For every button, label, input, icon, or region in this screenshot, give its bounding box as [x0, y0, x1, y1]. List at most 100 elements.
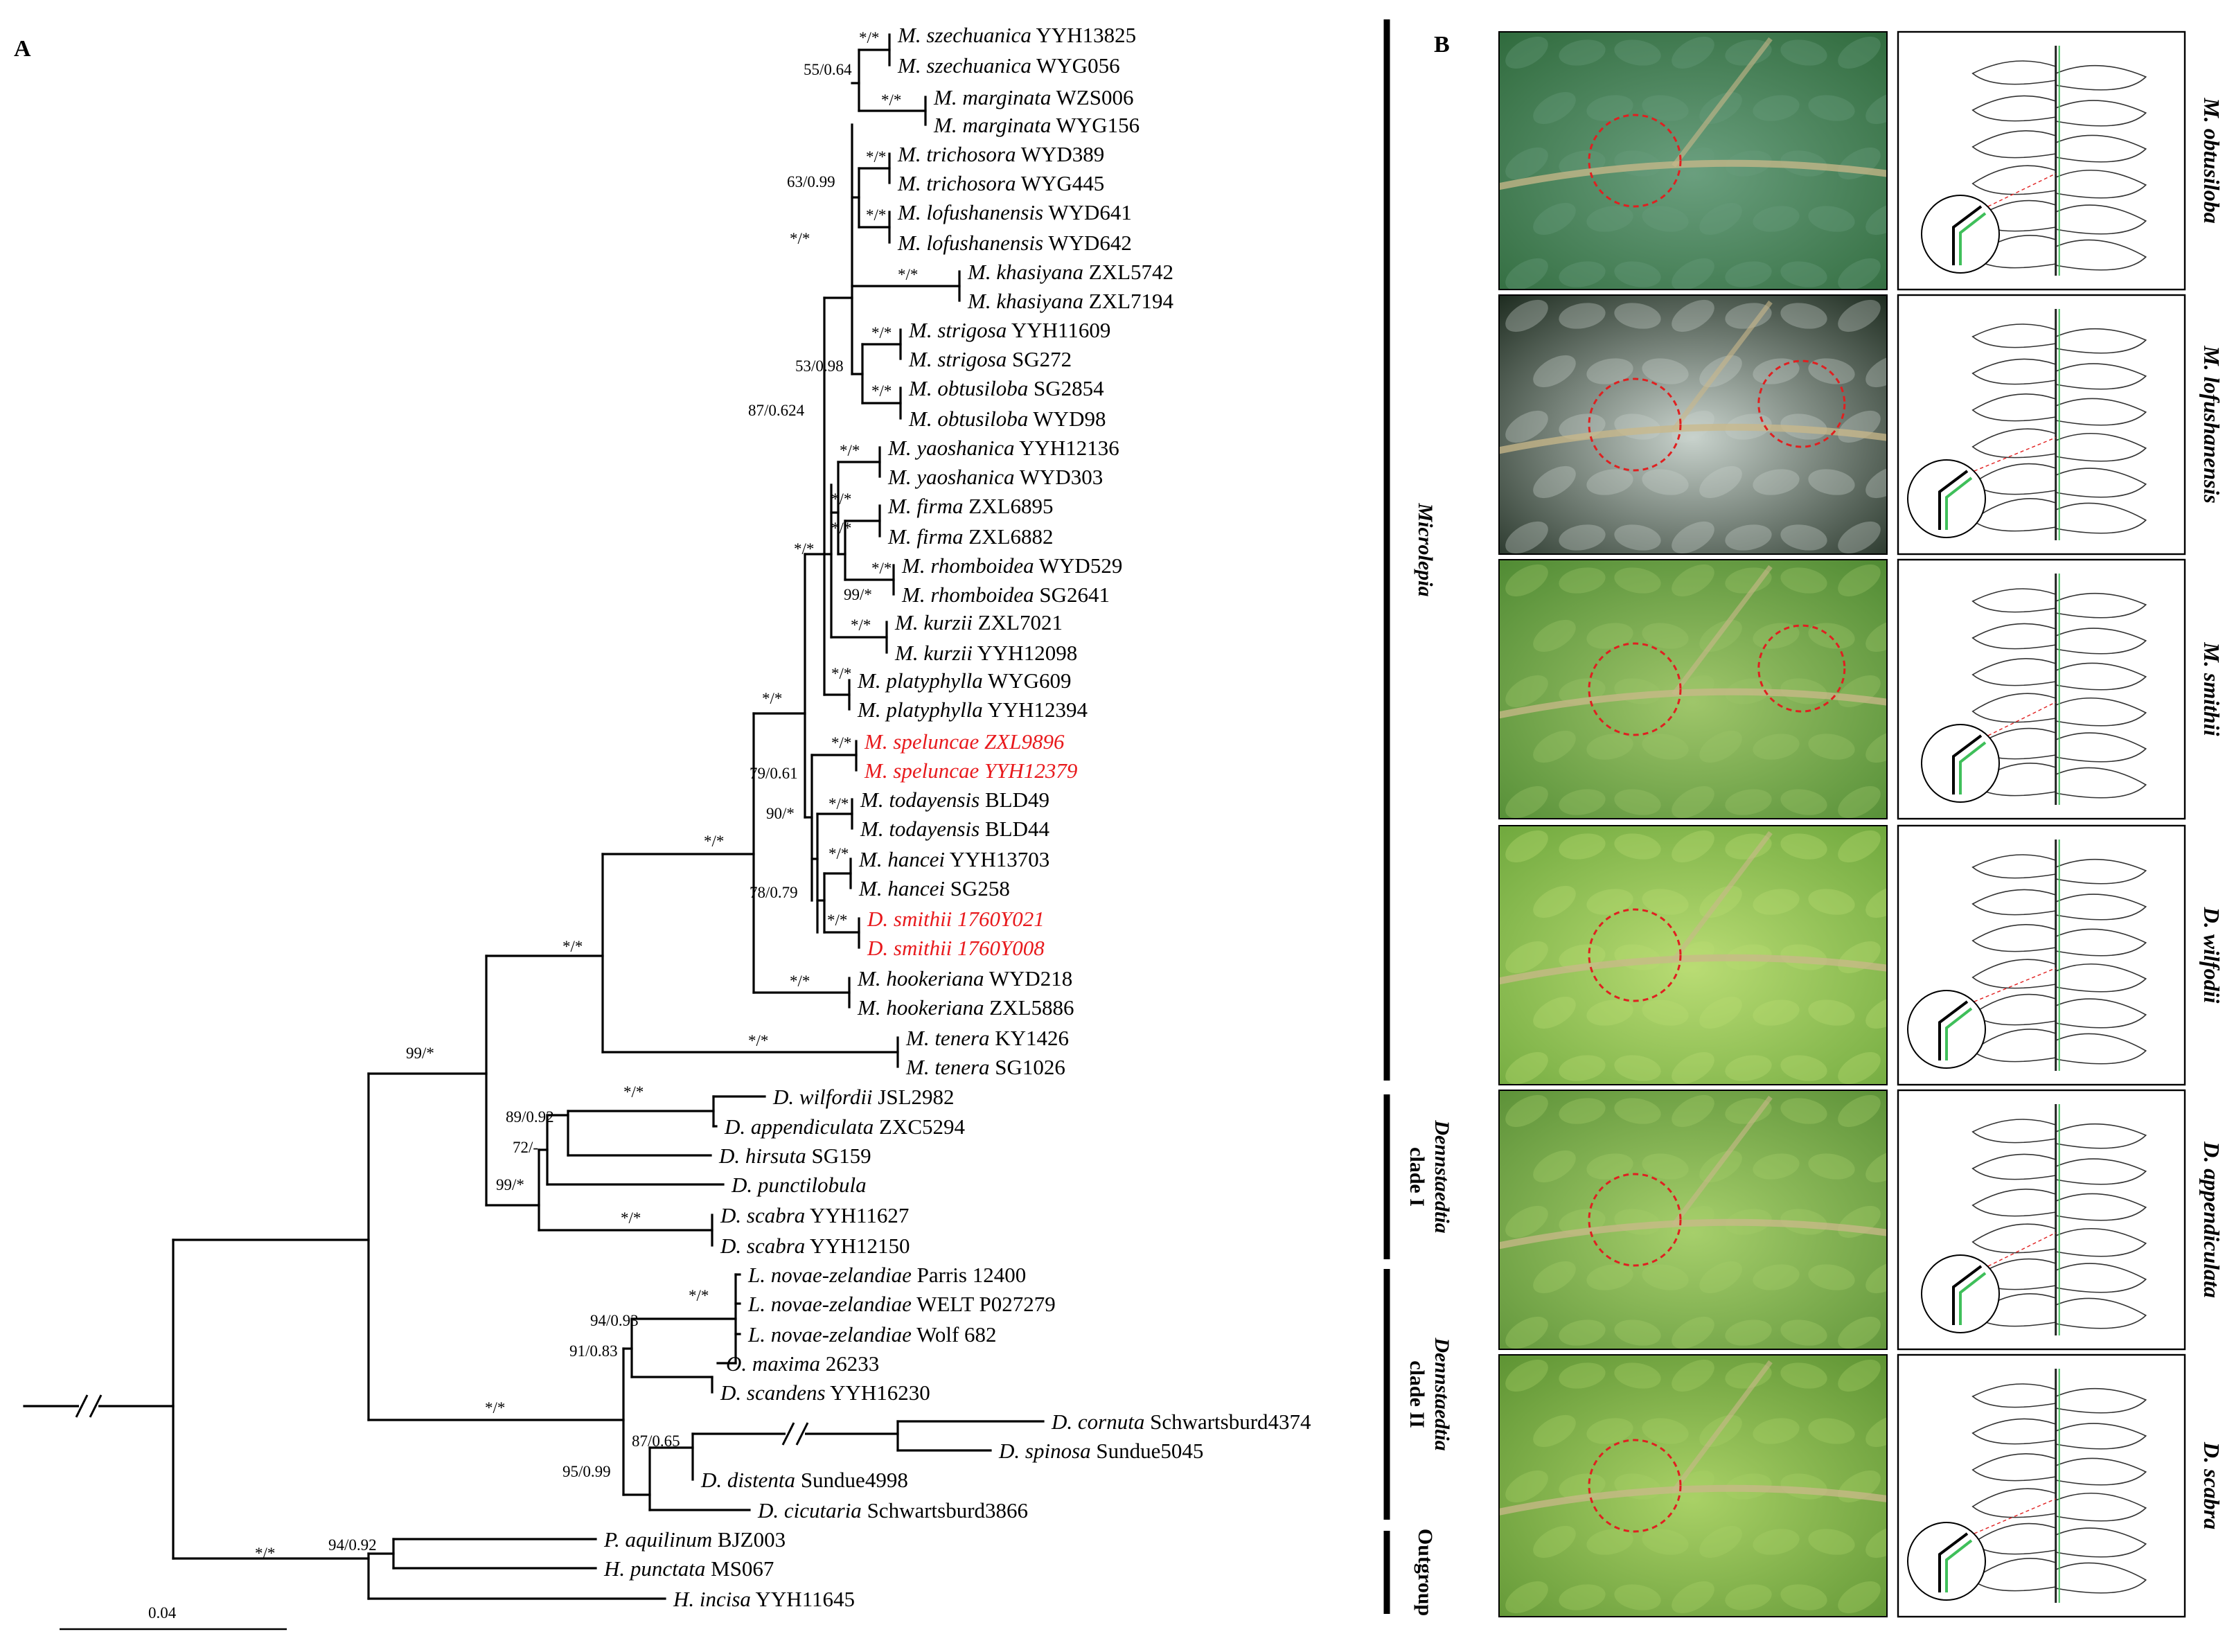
- drawing-5: [1897, 1089, 2186, 1351]
- leaf-label-appe: D. appendiculata ZXC5294: [724, 1114, 966, 1139]
- species-label-p2: M. lofushanensis: [2199, 345, 2224, 504]
- leaf-label-lofu2: M. lofushanensis WYD642: [897, 231, 1132, 255]
- panel-letter-a: A: [14, 36, 31, 62]
- support-label-s34: 89/0.92: [506, 1108, 554, 1126]
- support-label-s21: */*: [762, 690, 782, 707]
- clade-label-line: Outgroup: [1414, 1529, 1437, 1616]
- clade-label-line: clade I: [1406, 1147, 1428, 1207]
- support-label-s12: 87/0.624: [748, 402, 805, 419]
- support-label-s46: */*: [255, 1545, 275, 1562]
- leaf-label-platy2: M. platyphylla YYH12394: [857, 698, 1088, 722]
- panel-letter-b: B: [1434, 32, 1450, 57]
- photo-p3: [1499, 560, 1887, 819]
- leaf-label-hook2: M. hookeriana ZXL5886: [857, 995, 1074, 1020]
- clade-label-line: Microlepia: [1414, 503, 1437, 597]
- support-label-s31: */*: [748, 1032, 768, 1049]
- leaf-label-kurz1: M. kurzii ZXL7021: [894, 610, 1063, 634]
- leaf-label-ten2: M. tenera SG1026: [905, 1055, 1065, 1079]
- clade-label-line: Dennstaedtia: [1430, 1337, 1453, 1450]
- highlight-circle: [1588, 1439, 1682, 1533]
- leaf-label-dscan: D. scandens YYH16230: [720, 1380, 930, 1405]
- leaf-label-yao1: M. yaoshanica YYH12136: [887, 436, 1119, 460]
- leaf-label-rhom1: M. rhomboidea WYD529: [901, 553, 1122, 578]
- leaf-label-hirs: D. hirsuta SG159: [718, 1144, 871, 1168]
- clade-label-outgroup: Outgroup: [1414, 1529, 1437, 1616]
- support-label-s20: */*: [831, 665, 851, 682]
- highlight-circle: [1588, 114, 1682, 208]
- support-label-s45: 94/0.92: [328, 1536, 377, 1554]
- leaf-label-marg2: M. marginata WYG156: [933, 113, 1140, 137]
- leaf-label-khas1: M. khasiyana ZXL5742: [967, 260, 1173, 284]
- leaf-label-toda2: M. todayensis BLD44: [860, 817, 1049, 841]
- support-label-s5: 63/0.99: [787, 173, 835, 190]
- support-label-s42: */*: [485, 1399, 505, 1416]
- support-label-s28: */*: [828, 845, 849, 862]
- drawing-4: [1897, 824, 2186, 1086]
- leaf-label-dsmi1: D. smithii 1760Y021: [867, 907, 1045, 931]
- leaf-label-ddist: D. distenta Sundue4998: [700, 1468, 908, 1492]
- leaf-label-punc: D. punctilobula: [731, 1173, 867, 1197]
- leaf-label-hook1: M. hookeriana WYD218: [857, 966, 1072, 991]
- leaf-label-spel1: M. speluncae ZXL9896: [864, 729, 1065, 754]
- leaf-label-ten1: M. tenera KY1426: [905, 1026, 1069, 1050]
- leaf-label-toda1: M. todayensis BLD49: [860, 788, 1049, 812]
- support-label-s11: */*: [871, 382, 892, 400]
- branch-break-mark: [781, 1422, 809, 1446]
- support-label-s40: 91/0.83: [569, 1342, 618, 1360]
- support-label-s18: 99/*: [844, 586, 872, 603]
- leaf-label-hinc: H. incisa YYH11645: [673, 1587, 855, 1611]
- support-label-s2: 55/0.64: [804, 61, 852, 78]
- leaf-label-szech2: M. szechuanica WYG056: [897, 53, 1120, 78]
- drawing-3: [1897, 558, 2186, 820]
- clade-label-line: Dennstaedtia: [1430, 1119, 1453, 1233]
- support-label-s25: 90/*: [766, 805, 795, 822]
- clade-label-microlepia: Microlepia: [1414, 503, 1437, 597]
- species-label-p6: D. scabra: [2199, 1441, 2224, 1529]
- leaf-label-hanc1: M. hancei YYH13703: [858, 847, 1049, 871]
- leaf-label-omax: O. maxima 26233: [726, 1351, 879, 1376]
- leaf-label-platy1: M. platyphylla WYG609: [857, 668, 1072, 693]
- leaf-label-obtu1: M. obtusiloba SG2854: [908, 376, 1104, 400]
- support-label-s32: 99/*: [406, 1045, 434, 1062]
- leaf-label-scab1: D. scabra YYH11627: [720, 1203, 909, 1227]
- species-label-p1: M. obtusiloba: [2199, 97, 2224, 223]
- support-label-s30: */*: [790, 972, 810, 990]
- support-label-s16: */*: [794, 540, 814, 558]
- support-label-s43: 87/0.65: [632, 1432, 680, 1450]
- leaf-label-kurz2: M. kurzii YYH12098: [894, 641, 1077, 665]
- highlight-circle: [1588, 1173, 1682, 1267]
- support-label-s14: */*: [831, 490, 851, 508]
- leaf-label-szech1: M. szechuanica YYH13825: [897, 23, 1136, 47]
- support-label-s15: */*: [831, 519, 851, 537]
- photo-p6: [1499, 1355, 1887, 1617]
- highlight-circle: [1588, 378, 1682, 472]
- photo-p1: [1499, 32, 1887, 290]
- leaf-label-lofu1: M. lofushanensis WYD641: [897, 200, 1132, 224]
- leaf-label-lnz3: L. novae-zelandiae Wolf 682: [747, 1322, 997, 1347]
- support-label-s29: */*: [827, 912, 847, 929]
- highlight-circle: [1588, 908, 1682, 1002]
- support-label-s24: */*: [831, 734, 851, 752]
- support-label-s39: 94/0.93: [590, 1312, 639, 1329]
- support-label-s44: 95/0.99: [562, 1463, 611, 1480]
- support-label-s13: */*: [840, 442, 860, 459]
- leaf-label-spel2: M. speluncae YYH12379: [864, 758, 1077, 783]
- leaf-label-scab2: D. scabra YYH12150: [720, 1234, 910, 1258]
- leaf-label-dspin: D. spinosa Sundue5045: [998, 1439, 1203, 1463]
- clade-label-line: clade II: [1406, 1360, 1428, 1428]
- species-label-p5: D. appendiculata: [2199, 1141, 2224, 1298]
- drawing-6: [1897, 1353, 2186, 1618]
- drawing-1: [1897, 30, 2186, 291]
- highlight-circle: [1588, 642, 1682, 736]
- photo-p2: [1499, 295, 1887, 554]
- scale-bar-label: 0.04: [148, 1604, 177, 1622]
- species-label-p4: D. wilfodii: [2199, 907, 2224, 1004]
- leaf-label-strig2: M. strigosa SG272: [908, 347, 1072, 371]
- support-label-s27: 78/0.79: [750, 884, 798, 901]
- leaf-label-trich1: M. trichosora WYD389: [897, 142, 1104, 166]
- photo-p5: [1499, 1090, 1887, 1349]
